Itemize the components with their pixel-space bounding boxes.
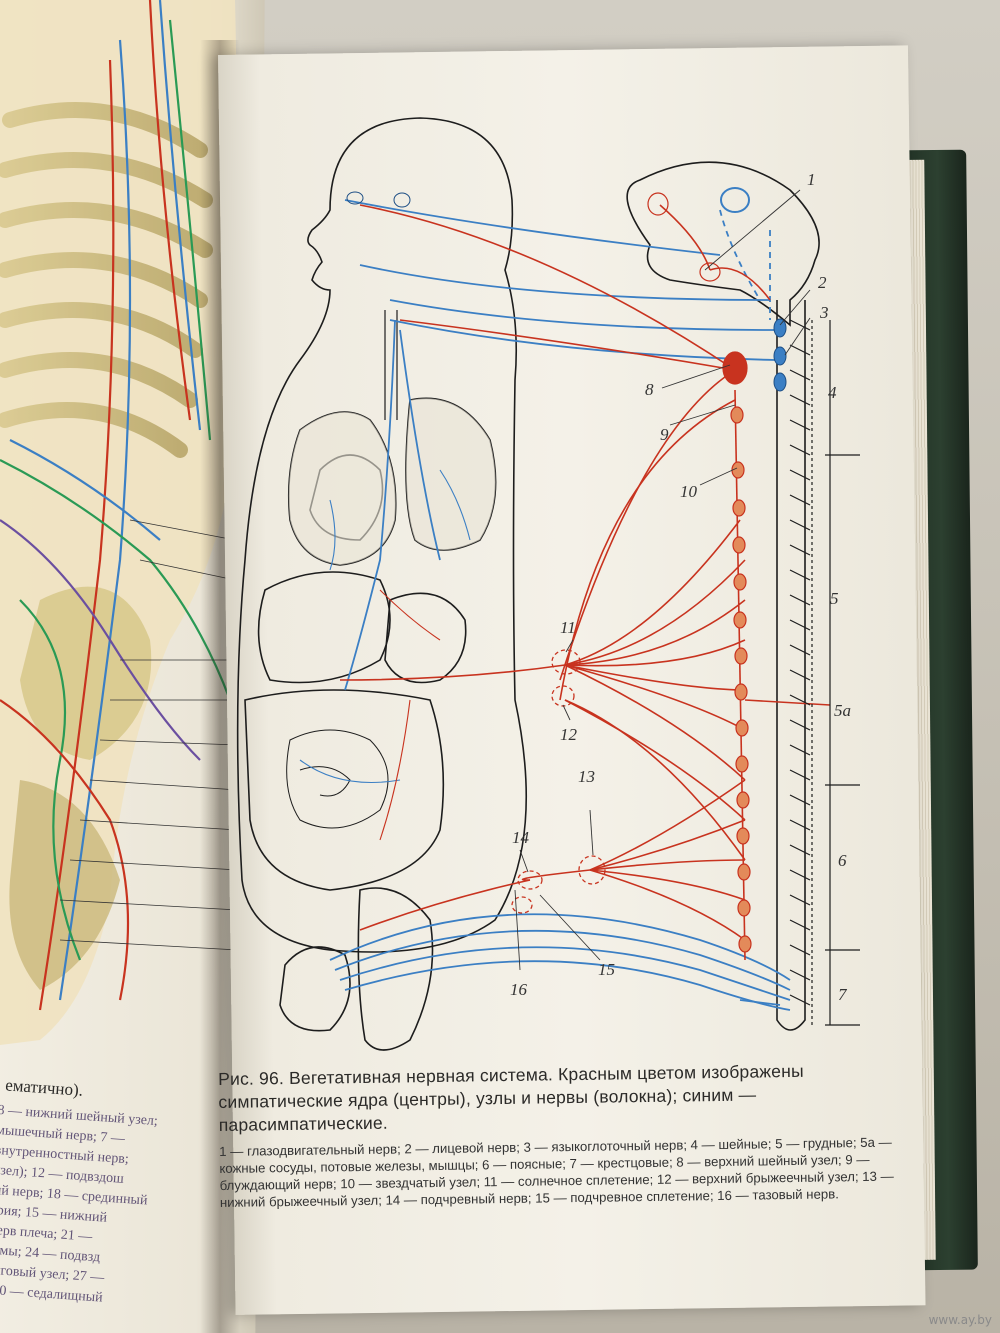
label-10: 10 (680, 482, 698, 501)
head-profile-outline (626, 161, 820, 327)
figure-labels: 1 2 3 4 5 5a 6 7 8 9 10 11 12 13 14 15 1… (510, 170, 851, 1004)
bladder (279, 946, 351, 1032)
label-7: 7 (838, 985, 848, 1004)
watermark: www.ay.by (928, 1313, 992, 1327)
large-intestine (244, 689, 445, 891)
label-3: 3 (819, 303, 829, 322)
label-8: 8 (645, 380, 654, 399)
label-11: 11 (560, 618, 576, 637)
caption-legend-text: 1 — глазодвигательный нерв; 2 — лицевой … (219, 1134, 894, 1210)
parasympathetic-ganglia (346, 187, 787, 392)
spinal-nerve-roots (789, 319, 860, 1026)
label-2: 2 (818, 273, 827, 292)
sympathetic-chain-ganglia (647, 192, 752, 953)
label-5a: 5a (834, 701, 851, 720)
label-14: 14 (512, 828, 530, 847)
caption-main-text: Рис. 96. Вегетативная нервная система. К… (218, 1060, 804, 1135)
parasympathetic-fibers (299, 199, 791, 1011)
rectum (357, 887, 434, 1051)
label-15: 15 (598, 960, 615, 979)
label-13: 13 (578, 767, 595, 786)
liver (257, 571, 391, 684)
label-6: 6 (838, 851, 847, 870)
label-4: 4 (828, 383, 837, 402)
figure-caption: Рис. 96. Вегетативная нервная система. К… (218, 1058, 910, 1211)
label-12: 12 (560, 725, 578, 744)
small-intestine (286, 729, 389, 829)
label-16: 16 (510, 980, 528, 999)
label-5: 5 (830, 589, 839, 608)
label-9: 9 (660, 425, 669, 444)
body-outline (236, 117, 528, 953)
spinal-cord-outline (776, 300, 806, 1031)
label-leader-lines (514, 189, 811, 971)
prevertebral-plexuses (511, 649, 606, 914)
label-1: 1 (807, 170, 816, 189)
sympathetic-fibers (339, 204, 831, 961)
